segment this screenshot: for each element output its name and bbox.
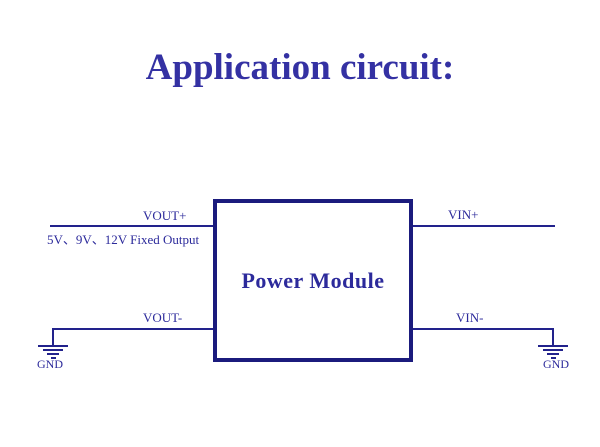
ground-bar (50, 357, 56, 359)
vin-minus-wire (413, 328, 554, 330)
ground-bar (538, 345, 568, 347)
ground-bar (38, 345, 68, 347)
vin-plus-wire (413, 225, 555, 227)
ground-bar (43, 349, 63, 351)
vin-plus-label: VIN+ (448, 207, 479, 222)
ground-symbol-left (38, 345, 68, 361)
ground-symbol-right (538, 345, 568, 361)
page-title: Application circuit: (145, 47, 455, 88)
vin-minus-ground-drop-wire (552, 328, 554, 345)
power-module-box: Power Module (213, 199, 413, 362)
vout-minus-label: VOUT- (143, 310, 183, 325)
gnd-label-right: GND (543, 357, 569, 371)
power-module-label: Power Module (241, 267, 385, 293)
ground-bar (547, 353, 559, 355)
vin-minus-label: VIN- (456, 310, 484, 325)
fixed-output-note: 5V、9V、12V Fixed Output (47, 232, 200, 247)
ground-bar (543, 349, 563, 351)
ground-bar (550, 357, 556, 359)
vout-minus-ground-drop-wire (52, 328, 54, 345)
vout-plus-wire (50, 225, 213, 227)
vout-plus-label: VOUT+ (143, 208, 187, 223)
gnd-label-left: GND (37, 357, 63, 371)
vout-minus-wire (52, 328, 213, 330)
ground-bar (47, 353, 59, 355)
